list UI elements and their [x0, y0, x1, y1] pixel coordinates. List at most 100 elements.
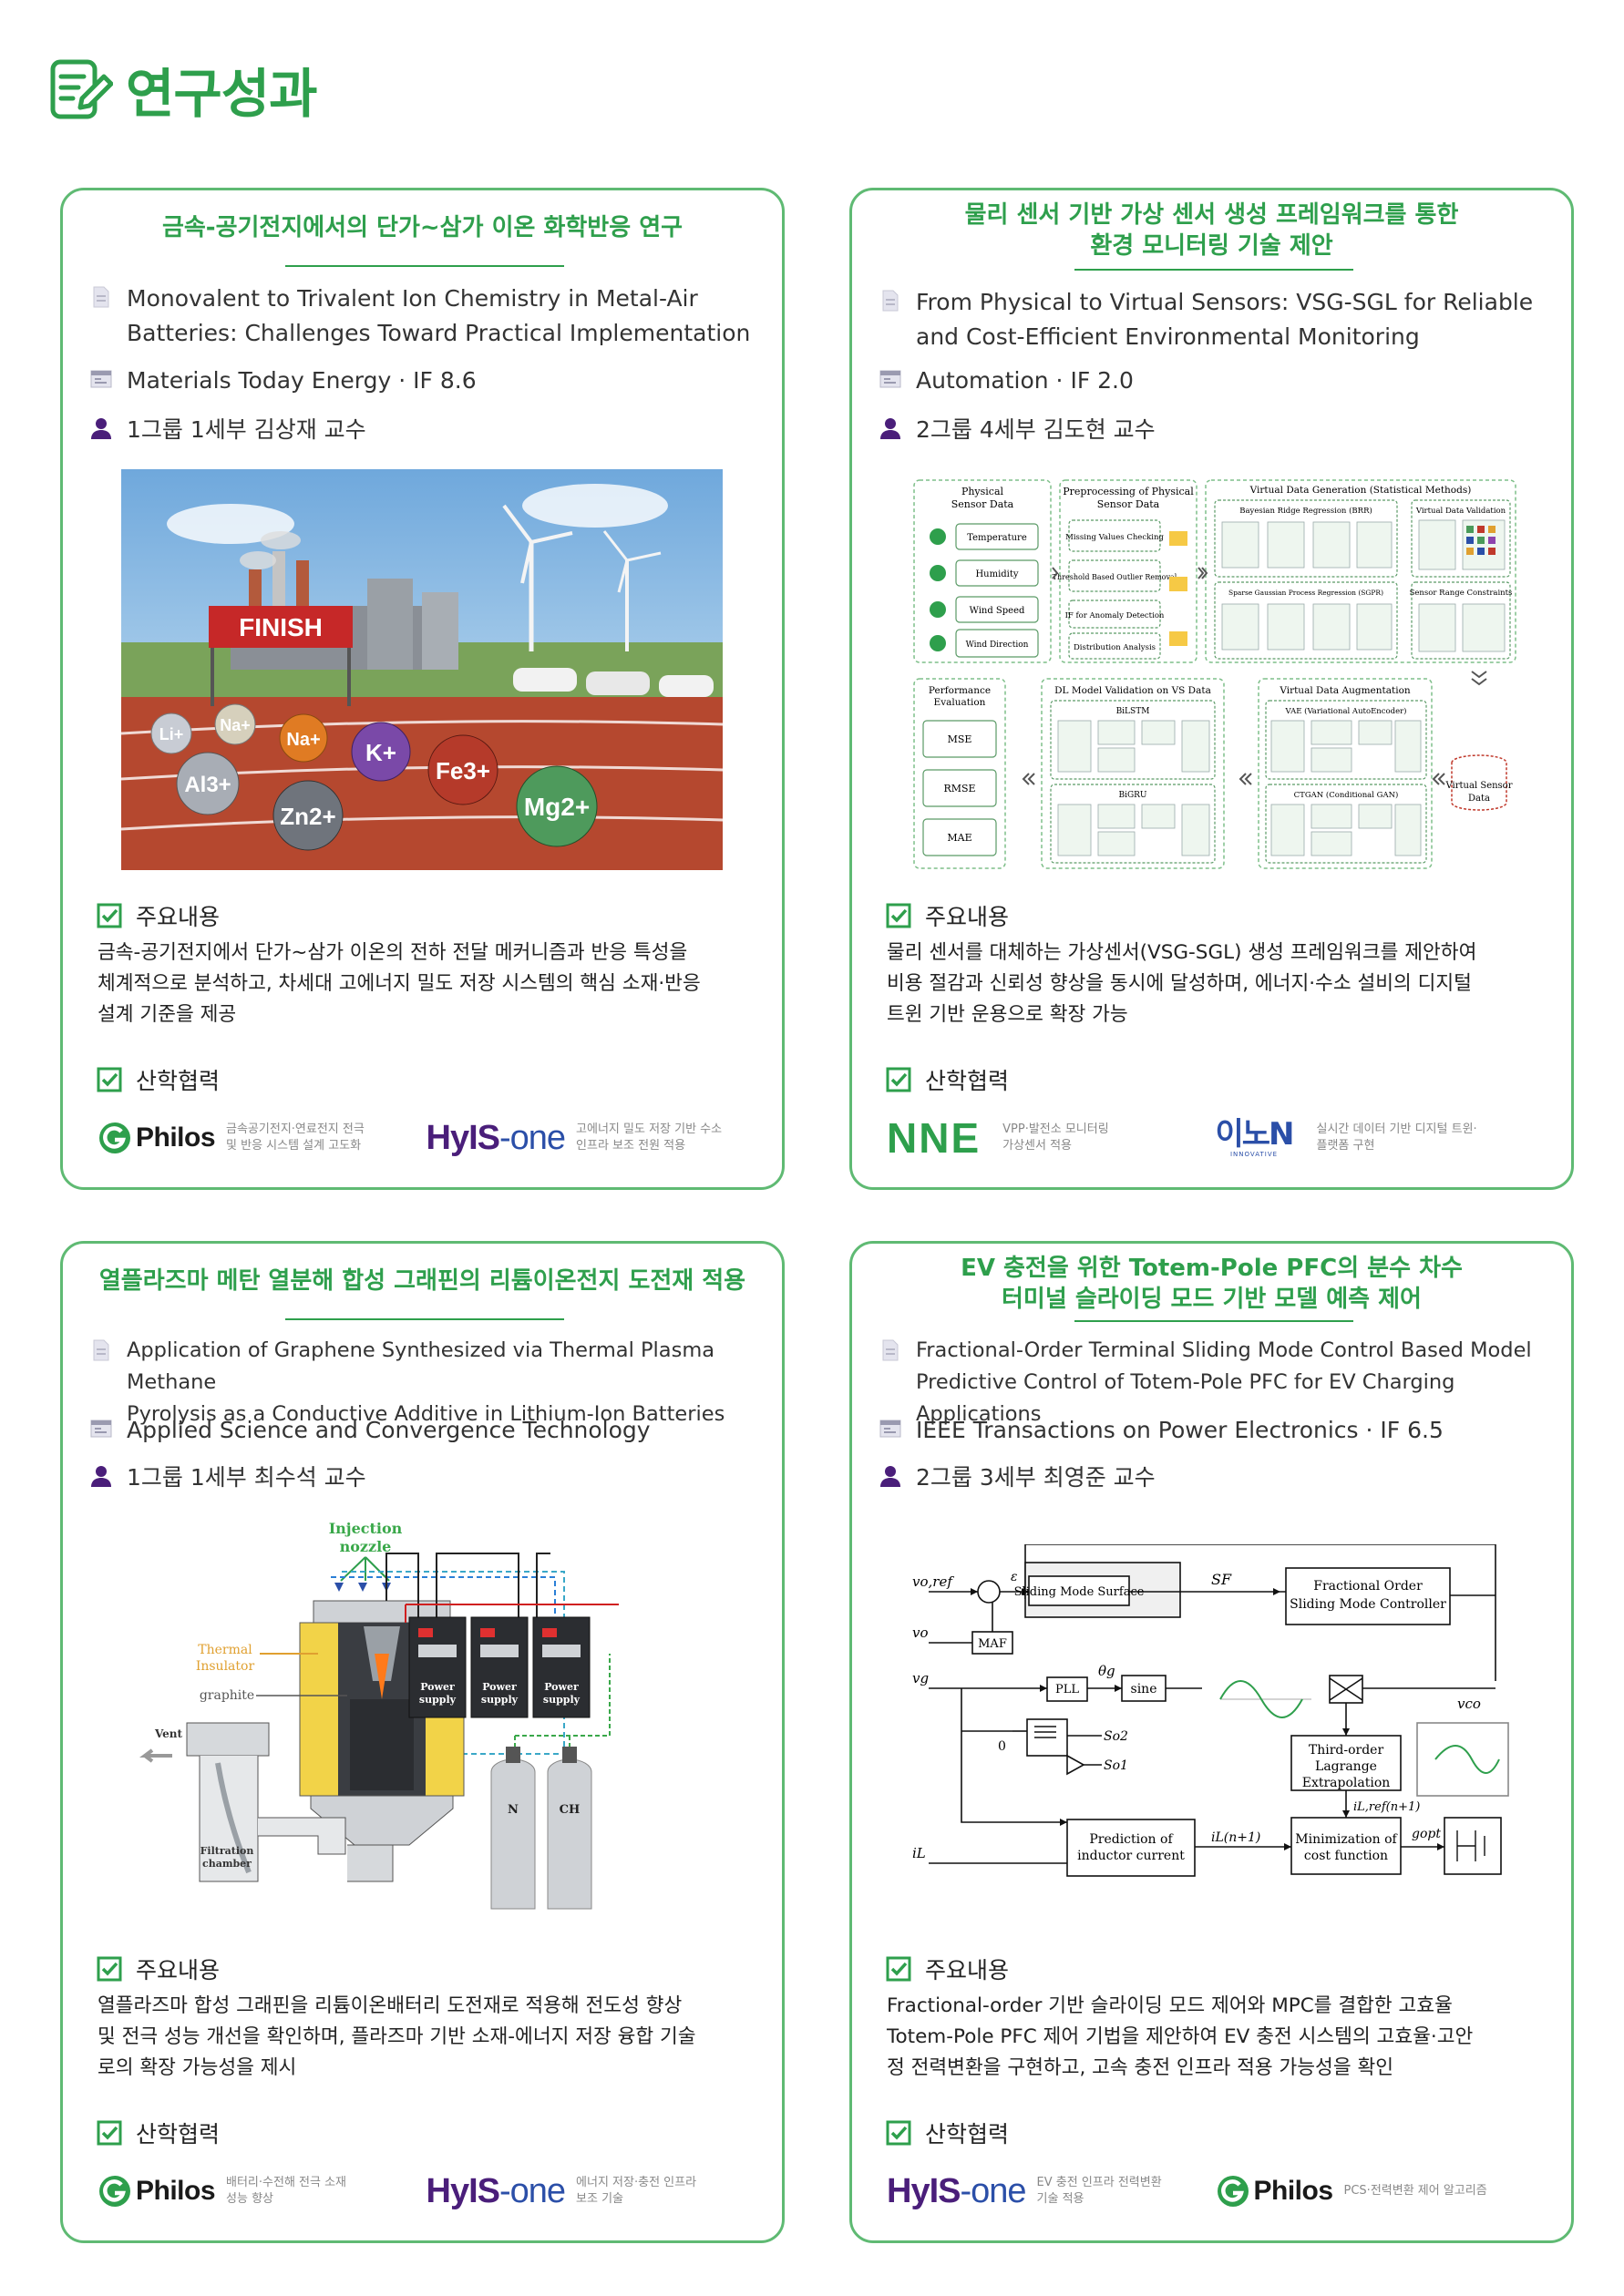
- ion-race-illustration: FINISH Li+ Na+ Na+ K+ Fe3+ Al3+ Zn2+ Mg2…: [121, 469, 723, 870]
- signal-label: So2: [1104, 1729, 1128, 1744]
- diagram-label: MSE: [948, 733, 972, 745]
- diagram-label: Virtual Data Validation: [1415, 507, 1506, 516]
- plasma-reactor-diagram: Injection nozzle Thermal Insulator graph…: [136, 1517, 737, 1918]
- diagram-label: Humidity: [975, 569, 1018, 579]
- diagram-label: N: [508, 1803, 519, 1817]
- ion-label: Na+: [220, 716, 251, 734]
- paper-title-row: Monovalent to Trivalent Ion Chemistry in…: [88, 282, 756, 351]
- journal-icon: [90, 370, 112, 388]
- diagram-label: CH: [560, 1803, 581, 1817]
- diagram-label: BiGRU: [1118, 791, 1146, 800]
- diagram-label: Sensor Range Constraints: [1410, 589, 1513, 598]
- ion-label: Fe3+: [436, 757, 490, 784]
- ion-label: K+: [365, 739, 396, 766]
- section-main-header: 주요내용: [885, 1953, 1009, 1985]
- section-coop-header: 산학협력: [96, 2117, 220, 2149]
- section-main-header: 주요내용: [885, 899, 1009, 932]
- philos-mark-icon: [99, 2176, 130, 2207]
- diagram-label: supply: [419, 1694, 457, 1706]
- philos-mark-icon: [99, 1122, 130, 1153]
- paper-title-row: From Physical to Virtual Sensors: VSG-SG…: [878, 285, 1546, 354]
- ion-label: Mg2+: [524, 793, 590, 821]
- ion-label: Li+: [159, 725, 184, 743]
- diagram-label: PLL: [1055, 1683, 1079, 1696]
- checkbox-icon: [886, 1067, 911, 1092]
- diagram-label: BiLSTM: [1116, 707, 1150, 716]
- section-main-header: 주요내용: [96, 1953, 220, 1985]
- diagram-label: Missing Values Checking: [1065, 533, 1164, 542]
- diagram-label: supply: [481, 1694, 519, 1706]
- card-title: EV 충전을 위한 Totem-Pole PFC의 분수 차수 터미널 슬라이딩…: [961, 1255, 1463, 1313]
- person-icon: [880, 418, 900, 439]
- control-block-diagram: Sliding Mode Surface Fractional Order Sl…: [910, 1544, 1521, 1927]
- diagram-label: nozzle: [340, 1538, 392, 1555]
- signal-label: vo: [912, 1625, 929, 1641]
- diagram-label: sine: [1131, 1682, 1157, 1696]
- diagram-label: Sensor Data: [1097, 498, 1160, 510]
- title-underline: [1074, 269, 1353, 271]
- section-coop-header: 산학협력: [96, 1063, 220, 1096]
- main-description: 금속-공기전지에서 단가~삼가 이온의 전하 전달 메커니즘과 반응 특성을 체…: [98, 941, 701, 1026]
- journal-icon: [879, 370, 901, 388]
- title-underline: [285, 1318, 564, 1320]
- title-underline: [1074, 1320, 1353, 1322]
- research-card-3: 열플라즈마 메탄 열분해 합성 그래핀의 리튬이온전지 도전재 적용 Appli…: [60, 1241, 785, 2243]
- diagram-label: Distribution Analysis: [1074, 643, 1156, 652]
- author-row: 2그룹 3세부 최영준 교수: [878, 1461, 1546, 1495]
- ion-label: Na+: [286, 730, 320, 750]
- diagram-label: Bayesian Ridge Regression (BRR): [1239, 506, 1372, 516]
- section-main-header: 주요내용: [96, 899, 220, 932]
- diagram-label: Filtration: [200, 1845, 254, 1857]
- document-icon: [93, 1339, 109, 1361]
- card-title: 물리 센서 기반 가상 센서 생성 프레임워크를 통한 환경 모니터링 기술 제…: [964, 201, 1459, 260]
- checkbox-icon: [97, 903, 122, 928]
- diagram-label: MAE: [947, 832, 971, 844]
- signal-label: 0: [998, 1739, 1006, 1754]
- checkbox-icon: [886, 903, 911, 928]
- diagram-label: Thermal: [198, 1643, 252, 1657]
- signal-label: ε: [1011, 1570, 1018, 1584]
- diagram-label: Sliding Mode Surface: [1014, 1585, 1145, 1599]
- hyis-logo: HyIS-one: [426, 2171, 567, 2210]
- diagram-label: IF for Anomaly Detection: [1065, 611, 1165, 620]
- section-coop-header: 산학협력: [885, 2117, 1009, 2149]
- philos-logo: Philos: [98, 2174, 216, 2209]
- diagram-label: Sliding Mode Controller: [1290, 1597, 1446, 1612]
- paper-title-row: Fractional-Order Terminal Sliding Mode C…: [878, 1335, 1546, 1430]
- signal-label: iL: [912, 1845, 926, 1861]
- vsg-framework-diagram: Physical Sensor Data Temperature Humidit…: [912, 477, 1517, 870]
- person-icon: [91, 418, 111, 439]
- checkbox-icon: [97, 2120, 122, 2146]
- signal-label: vg: [912, 1670, 929, 1686]
- diagram-label: Virtual Data Augmentation: [1279, 685, 1411, 696]
- author-row: 2그룹 4세부 김도현 교수: [878, 413, 1546, 447]
- diagram-label: cost function: [1304, 1849, 1388, 1863]
- diagram-label: Wind Speed: [970, 606, 1025, 616]
- diagram-label: VAE (Variational AutoEncoder): [1285, 706, 1407, 716]
- document-icon: [882, 290, 899, 312]
- diagram-label: Threshold Based Outlier Removal: [1053, 573, 1177, 581]
- document-pen-icon: [50, 59, 113, 119]
- philos-logo: Philos: [98, 1121, 216, 1155]
- main-description: 물리 센서를 대체하는 가상센서(VSG-SGL) 생성 프레임워크를 제안하여…: [887, 941, 1477, 1026]
- diagram-label: Minimization of: [1295, 1832, 1398, 1847]
- diagram-label: Power: [420, 1681, 455, 1693]
- signal-label: vo,ref: [912, 1573, 954, 1590]
- checkbox-icon: [97, 1067, 122, 1092]
- diagram-label: Performance: [929, 685, 991, 696]
- main-description: Fractional-order 기반 슬라이딩 모드 제어와 MPC를 결합한…: [887, 1994, 1474, 2079]
- diagram-label: Insulator: [196, 1659, 255, 1674]
- person-icon: [91, 1466, 111, 1487]
- diagram-label: Lagrange: [1315, 1759, 1377, 1774]
- title-underline: [285, 265, 564, 267]
- journal-row: Automation · IF 2.0: [878, 364, 1546, 398]
- diagram-label: Extrapolation: [1302, 1776, 1391, 1790]
